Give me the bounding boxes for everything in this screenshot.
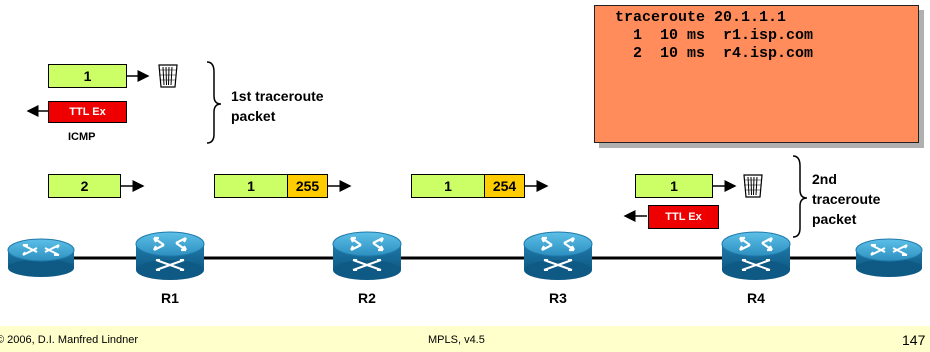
router-name: R2 — [358, 290, 376, 306]
terminal-line: traceroute 20.1.1.1 — [615, 9, 787, 26]
annotation-line: packet — [812, 211, 857, 227]
ttl-expired-message: TTL Ex — [48, 101, 127, 123]
brace — [206, 61, 222, 144]
trash-can-icon — [158, 64, 178, 88]
icmp-label: ICMP — [68, 131, 96, 143]
brace — [792, 155, 808, 238]
packet-ttl: 1 — [214, 174, 288, 198]
footer-bar: © 2006, D.I. Manfred Lindner MPLS, v4.5 … — [0, 326, 930, 352]
ttl-expired-message: TTL Ex — [648, 205, 719, 229]
packet-ttl: 1 — [48, 64, 127, 88]
annotation-first: 1st traceroute packet — [231, 86, 324, 126]
packet-ttl: 1 — [635, 174, 713, 198]
destination-host-icon — [855, 238, 923, 278]
annotation-line: 1st traceroute — [231, 88, 324, 104]
page-number: 147 — [902, 332, 926, 348]
router-r2-icon — [331, 230, 403, 282]
traceroute-output: traceroute 20.1.1.1 1 10 ms r1.isp.com 2… — [594, 5, 919, 143]
trash-can-icon — [743, 174, 763, 198]
router-name: R3 — [549, 290, 567, 306]
router-name: R4 — [747, 290, 765, 306]
mpls-label: 255 — [287, 174, 328, 198]
terminal-line: 2 10 ms r4.isp.com — [615, 45, 814, 62]
annotation-line: packet — [231, 108, 276, 124]
packet-ttl: 2 — [48, 174, 121, 198]
router-r1-icon — [134, 230, 206, 282]
annotation-line: 2nd — [812, 171, 837, 187]
mpls-label: 254 — [484, 174, 525, 198]
annotation-line: traceroute — [812, 191, 881, 207]
course-title: MPLS, v4.5 — [428, 334, 485, 346]
terminal-line: 1 10 ms r1.isp.com — [615, 27, 814, 44]
router-r4-icon — [720, 230, 792, 282]
source-host-icon — [7, 238, 75, 278]
router-name: R1 — [161, 290, 179, 306]
router-r3-icon — [522, 230, 594, 282]
annotation-second: 2nd traceroute packet — [812, 169, 880, 229]
copyright-text: © 2006, D.I. Manfred Lindner — [0, 334, 139, 346]
packet-ttl: 1 — [411, 174, 485, 198]
